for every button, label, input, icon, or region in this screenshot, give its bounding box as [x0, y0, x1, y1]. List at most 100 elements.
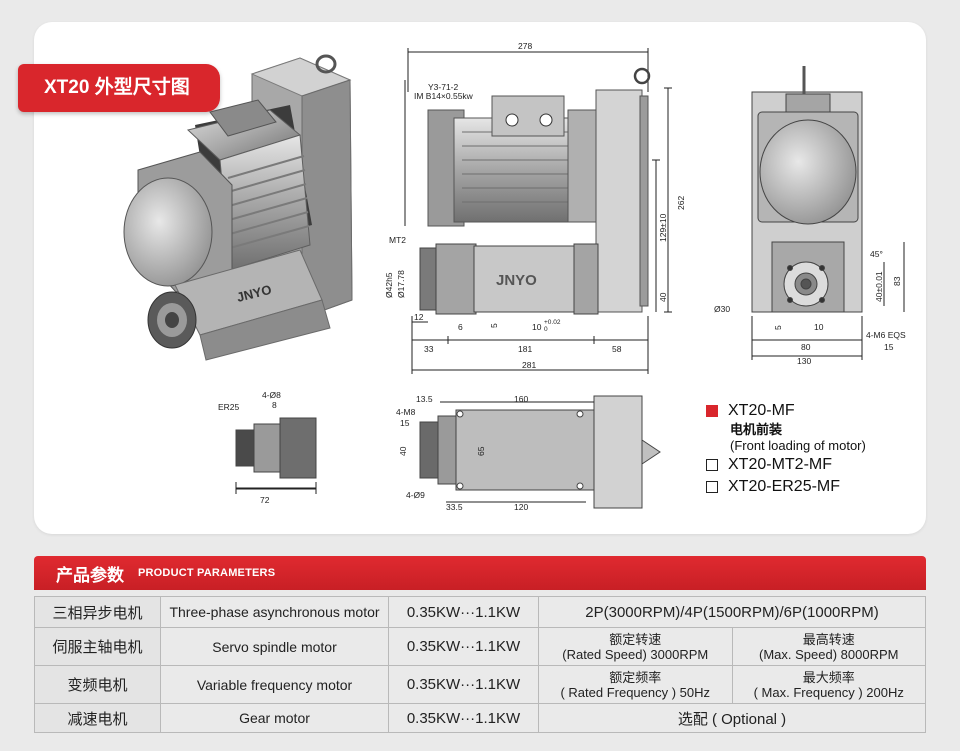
front-elevation-labels: 278 Y3-71-2 IM B14×0.55kw MT2 262 129±10… [384, 41, 686, 370]
side-view-labels: 45° 83 40±0.01 Ø30 4-M6 EQS 15 5 10 80 1… [714, 249, 906, 366]
empty-square-icon [706, 459, 718, 471]
row-spec: 选配 ( Optional ) [538, 703, 926, 733]
dim-72: 72 [260, 495, 270, 505]
row-en: Variable frequency motor [160, 665, 389, 704]
row-spec-a: 额定转速 (Rated Speed) 3000RPM [538, 627, 733, 666]
dim-130: 130 [797, 356, 811, 366]
dim-13-5: 13.5 [416, 394, 433, 404]
dim-83: 83 [892, 276, 902, 286]
front-elevation-drawing [404, 48, 672, 374]
dim-40-right: 40 [658, 292, 668, 302]
row-cn: 减速电机 [34, 703, 161, 733]
label-mt2: MT2 [389, 235, 406, 245]
row-power: 0.35KW···1.1KW [388, 627, 539, 666]
legend-item-er25-label: XT20-ER25-MF [728, 478, 841, 495]
dim-40-001: 40±0.01 [874, 271, 884, 302]
dim-10b: 10 [814, 322, 824, 332]
row-en: Gear motor [160, 703, 389, 733]
params-header-bar: 产品参数 PRODUCT PARAMETERS [34, 556, 926, 590]
legend-item-mt2-label: XT20-MT2-MF [728, 456, 832, 473]
er25-view-drawing [235, 417, 317, 494]
row-cn: 伺服主轴电机 [34, 627, 161, 666]
dim-120: 120 [514, 502, 528, 512]
dim-262: 262 [676, 196, 686, 210]
brand-logo-text: JNYO [496, 272, 537, 289]
dim-12: 12 [414, 312, 424, 322]
table-row: 减速电机 Gear motor 0.35KW···1.1KW 选配 ( Opti… [34, 703, 926, 733]
technical-drawings: JNYO 278 Y3-71-2 IM B14×0.55kw MT2 262 [123, 41, 906, 512]
dim-17-78: Ø17.78 [396, 270, 406, 298]
dim-80: 80 [801, 342, 811, 352]
dim-40b: 40 [398, 446, 408, 456]
dim-160: 160 [514, 394, 528, 404]
spec-b-en: (Max. Speed) 8000RPM [759, 646, 899, 662]
dim-33: 33 [424, 344, 434, 354]
row-spec: 2P(3000RPM)/4P(1500RPM)/6P(1000RPM) [538, 596, 926, 628]
row-power: 0.35KW···1.1KW [388, 596, 539, 628]
dim-4m6: 4-M6 EQS [866, 330, 906, 340]
spec-a-cn: 额定频率 [609, 669, 662, 685]
dim-15a: 15 [884, 342, 894, 352]
legend-item-mf-sub-en: (Front loading of motor) [730, 438, 866, 453]
legend-item-mf-label: XT20-MF [728, 402, 795, 419]
selected-square-icon [706, 405, 718, 417]
page-title: XT20 外型尺寸图 [18, 64, 220, 112]
spec-a-en: ( Rated Frequency ) 50Hz [560, 684, 711, 700]
tol-plus: +0.02 [544, 319, 561, 326]
spec-a-en: (Rated Speed) 3000RPM [562, 646, 709, 662]
dim-58: 58 [612, 344, 622, 354]
dim-10: 10 [532, 322, 542, 332]
row-cn: 变频电机 [34, 665, 161, 704]
params-table: 三相异步电机 Three-phase asynchronous motor 0.… [34, 596, 926, 733]
dim-278: 278 [518, 41, 532, 51]
top-view-labels: 13.5 160 4-M8 15 40 65 4-Ø9 33.5 120 [396, 394, 528, 512]
row-spec-b: 最高转速 (Max. Speed) 8000RPM [731, 627, 926, 666]
product-3d-render: JNYO [123, 54, 353, 361]
legend-item-mt2: XT20-MT2-MF [706, 454, 916, 476]
row-spec-a: 额定频率 ( Rated Frequency ) 50Hz [538, 665, 733, 704]
spec-b-cn: 最大频率 [802, 669, 855, 685]
motor-model-line1: Y3-71-2 [428, 82, 459, 92]
dim-d30: Ø30 [714, 304, 730, 314]
spec-a-cn: 额定转速 [609, 631, 662, 647]
dim-6: 6 [458, 322, 463, 332]
spec-b-en: ( Max. Frequency ) 200Hz [753, 684, 904, 700]
legend-item-er25: XT20-ER25-MF [706, 476, 916, 498]
dim-42h5: Ø42h5 [384, 272, 394, 298]
dim-45-deg: 45° [870, 249, 883, 259]
dim-15b: 15 [400, 418, 410, 428]
legend-item-mf-sub-cn: 电机前装 [730, 422, 783, 437]
dim-129: 129±10 [658, 213, 668, 242]
row-en: Servo spindle motor [160, 627, 389, 666]
model-legend: XT20-MF 电机前装 (Front loading of motor) XT… [706, 400, 916, 498]
table-row: 伺服主轴电机 Servo spindle motor 0.35KW···1.1K… [34, 627, 926, 666]
row-power: 0.35KW···1.1KW [388, 665, 539, 704]
er25-view-labels: ER25 4-Ø8 8 72 [218, 390, 281, 505]
dim-5b: 5 [773, 325, 783, 330]
params-title-en: PRODUCT PARAMETERS [138, 567, 276, 579]
dim-281: 281 [522, 360, 536, 370]
dim-5: 5 [489, 323, 499, 328]
dim-65: 65 [476, 446, 486, 456]
row-spec-b: 最大频率 ( Max. Frequency ) 200Hz [731, 665, 926, 704]
dim-4m8: 4-M8 [396, 407, 416, 417]
table-row: 变频电机 Variable frequency motor 0.35KW···1… [34, 665, 926, 704]
spec-b-cn: 最高转速 [802, 631, 855, 647]
side-view-drawing [751, 66, 905, 360]
top-view-drawing [419, 395, 661, 509]
dim-181: 181 [518, 344, 532, 354]
dim-4d8: 4-Ø8 [262, 390, 281, 400]
legend-item-mf: XT20-MF [706, 400, 916, 422]
dim-33-5: 33.5 [446, 502, 463, 512]
motor-model-line2: IM B14×0.55kw [414, 91, 474, 101]
row-cn: 三相异步电机 [34, 596, 161, 628]
dim-8: 8 [272, 400, 277, 410]
dim-4d9: 4-Ø9 [406, 490, 425, 500]
row-power: 0.35KW···1.1KW [388, 703, 539, 733]
label-er25: ER25 [218, 402, 240, 412]
row-en: Three-phase asynchronous motor [160, 596, 389, 628]
params-title-cn: 产品参数 [56, 565, 124, 585]
table-row: 三相异步电机 Three-phase asynchronous motor 0.… [34, 596, 926, 628]
tol-zero: 0 [544, 326, 548, 333]
empty-square-icon [706, 481, 718, 493]
